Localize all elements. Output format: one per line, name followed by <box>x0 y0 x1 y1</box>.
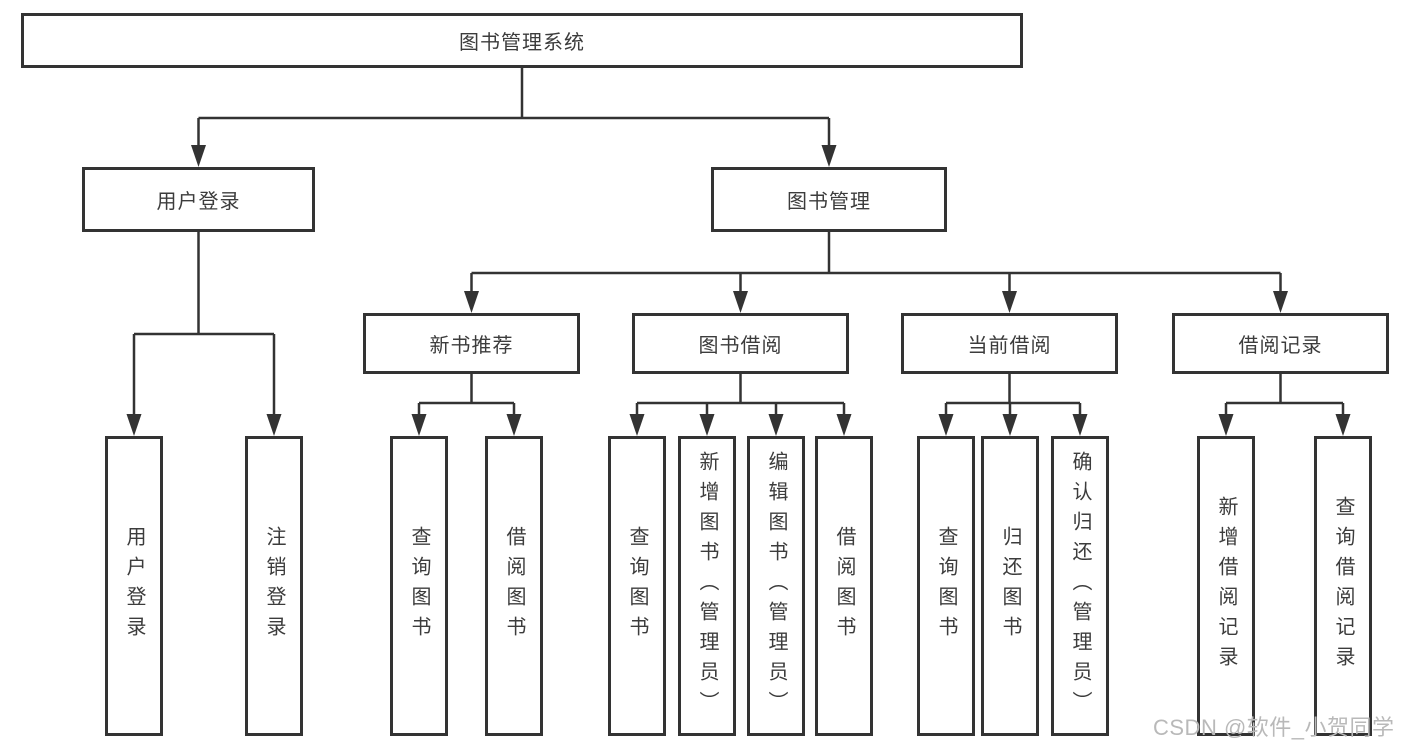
node-label: 用户登录 <box>123 526 145 646</box>
node-add-borrow-record: 新增借阅记录 <box>1197 436 1255 736</box>
node-book-management: 图书管理 <box>711 167 947 232</box>
node-label: 新增图书（管理员） <box>696 451 718 721</box>
node-label: 借阅图书 <box>833 526 855 646</box>
node-confirm-return-admin: 确认归还（管理员） <box>1051 436 1109 736</box>
node-return-books: 归还图书 <box>981 436 1039 736</box>
node-label: 查询图书 <box>626 526 648 646</box>
node-label: 确认归还（管理员） <box>1069 451 1091 721</box>
node-borrowing-records: 借阅记录 <box>1172 313 1389 374</box>
node-borrow-books-newbooks: 借阅图书 <box>485 436 543 736</box>
node-borrow-books-borrow: 借阅图书 <box>815 436 873 736</box>
node-add-books-admin: 新增图书（管理员） <box>678 436 736 736</box>
connector-path <box>132 68 1345 416</box>
node-query-books-borrow: 查询图书 <box>608 436 666 736</box>
node-logout-login: 注销登录 <box>245 436 303 736</box>
node-new-book-recommend: 新书推荐 <box>363 313 580 374</box>
node-current-borrowing: 当前借阅 <box>901 313 1118 374</box>
node-query-books-newbooks: 查询图书 <box>390 436 448 736</box>
node-query-borrow-record: 查询借阅记录 <box>1314 436 1372 736</box>
node-label: 查询图书 <box>935 526 957 646</box>
node-label: 查询借阅记录 <box>1332 496 1354 676</box>
node-label: 查询图书 <box>408 526 430 646</box>
node-query-books-current: 查询图书 <box>917 436 975 736</box>
node-edit-books-admin: 编辑图书（管理员） <box>747 436 805 736</box>
node-user-login-leaf: 用户登录 <box>105 436 163 736</box>
node-label: 新增借阅记录 <box>1215 496 1237 676</box>
node-label: 编辑图书（管理员） <box>765 451 787 721</box>
watermark: CSDN @软件_小贺同学 <box>1153 715 1395 740</box>
node-label: 借阅图书 <box>503 526 525 646</box>
node-label: 归还图书 <box>999 526 1021 646</box>
node-book-borrowing: 图书借阅 <box>632 313 849 374</box>
node-user-login: 用户登录 <box>82 167 315 232</box>
arrowhead-icons <box>126 145 1351 436</box>
node-label: 注销登录 <box>263 526 285 646</box>
node-library-management-system: 图书管理系统 <box>21 13 1023 68</box>
